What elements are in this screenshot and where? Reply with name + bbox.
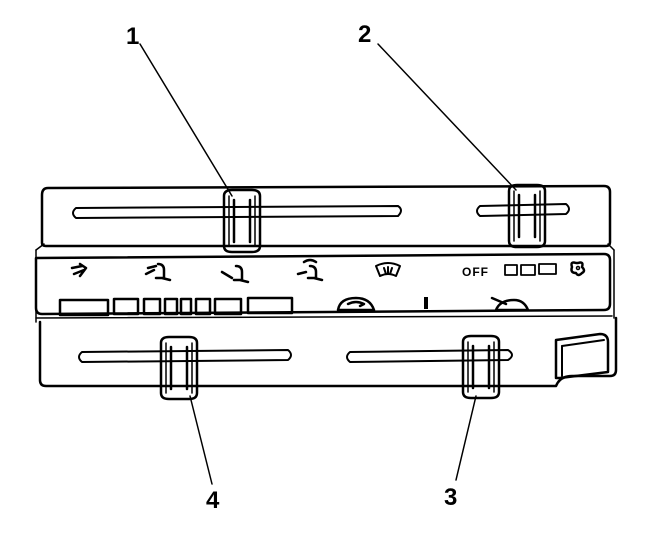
slider-knob-3[interactable]	[461, 334, 501, 400]
floor-mode-icon	[220, 264, 250, 284]
callout-2: 2	[358, 21, 371, 48]
upper-left-slider-track	[72, 205, 402, 219]
fan-speed-indicator: OFF	[462, 263, 557, 279]
outside-air-icon	[490, 296, 530, 312]
temperature-icon	[424, 297, 428, 309]
callout-4: 4	[206, 487, 220, 514]
off-label: OFF	[462, 265, 489, 279]
icon-panel	[34, 249, 615, 323]
slider-knob-2[interactable]	[507, 183, 547, 249]
floor-defrost-mode-icon	[296, 258, 324, 282]
callout-1: 1	[126, 23, 139, 50]
temperature-scale	[58, 296, 294, 317]
defrost-icon	[375, 262, 401, 277]
upper-bezel	[35, 184, 615, 251]
slider-knob-1[interactable]	[222, 188, 262, 254]
lower-right-slider-track	[346, 349, 513, 363]
fan-icon	[570, 261, 586, 277]
slider-knob-4[interactable]	[159, 335, 199, 401]
leader-lines	[139, 43, 517, 485]
upper-right-slider-track	[476, 203, 570, 217]
callout-3: 3	[444, 484, 457, 511]
bi-level-mode-icon	[144, 262, 172, 282]
lower-left-slider-track	[78, 349, 292, 363]
recirculation-icon	[336, 296, 376, 312]
vent-mode-icon	[70, 262, 88, 278]
push-button[interactable]	[554, 332, 610, 380]
